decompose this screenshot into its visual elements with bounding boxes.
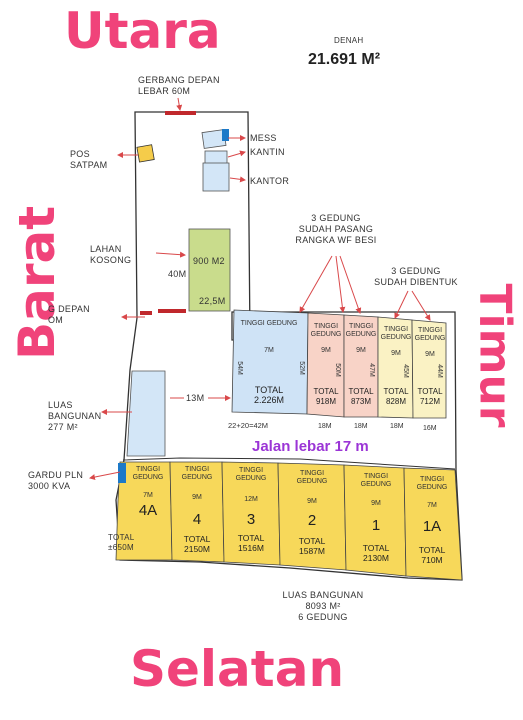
- sb-3-height: 12M: [244, 496, 258, 503]
- nb4-tinggi: TINGGI GEDUNG: [380, 326, 412, 341]
- nb1-left-dim: 54M: [235, 361, 243, 375]
- sb-4-tinggi: TINGGI GEDUNG: [181, 466, 213, 481]
- nb3-right-dim: 47M: [367, 363, 375, 377]
- sb-4a-height: 7M: [143, 492, 153, 499]
- road-edge: [122, 457, 456, 470]
- east-label: Timur: [469, 283, 521, 428]
- width-18m-2: 18M: [354, 423, 368, 430]
- sb-1-height: 9M: [371, 500, 381, 507]
- nb1-height: 7M: [264, 347, 274, 354]
- sb-3-tinggi: TINGGI GEDUNG: [235, 467, 267, 482]
- nb3-height: 9M: [356, 347, 366, 354]
- sb-2-number: 2: [307, 512, 317, 529]
- road-label: Jalan lebar 17 m: [252, 438, 369, 455]
- width-16m: 16M: [423, 425, 437, 432]
- denah-label: DENAH: [334, 36, 364, 45]
- dim-13m: 13M: [186, 393, 205, 403]
- pos-satpam: [136, 144, 155, 163]
- width-18m-3: 18M: [390, 423, 404, 430]
- sb-4a-number: 4A: [138, 502, 158, 519]
- sb-1-tinggi: TINGGI GEDUNG: [360, 473, 392, 488]
- sb-4-number: 4: [192, 511, 202, 528]
- sb-1a-height: 7M: [427, 502, 437, 509]
- nb5-right-dim: 44M: [435, 364, 443, 378]
- south-building-1a: [403, 467, 463, 581]
- nb2-right-dim: 50M: [333, 363, 341, 377]
- nb3-tinggi: TINGGI GEDUNG: [345, 323, 377, 338]
- sb-1a-number: 1A: [422, 518, 442, 535]
- lahan-40m: 40M: [168, 269, 187, 279]
- nb1-tinggi: TINGGI GEDUNG: [240, 320, 298, 327]
- kantor-building: [202, 162, 230, 192]
- mess-label: MESS: [250, 133, 277, 143]
- width-42m: 22+20=42M: [228, 421, 269, 430]
- nb1-right-dim: 52M: [297, 361, 305, 375]
- sb-4a-total: TOTAL±650M: [108, 533, 135, 552]
- nb2-tinggi: TINGGI GEDUNG: [310, 323, 342, 338]
- lahan-22-5m: 22,5M: [199, 296, 226, 306]
- pointer-arrows: [89, 97, 431, 480]
- sb-2-tinggi: TINGGI GEDUNG: [296, 470, 328, 485]
- kantor-label: KANTOR: [250, 176, 290, 186]
- nb4-height: 9M: [391, 350, 401, 357]
- nb2-height: 9M: [321, 347, 331, 354]
- sb-2-height: 9M: [307, 498, 317, 505]
- sb-4a-tinggi: TINGGI GEDUNG: [132, 466, 164, 481]
- gardu-pln: [118, 463, 126, 483]
- lahan-kosong: [188, 228, 231, 312]
- lahan-area: 900 M2: [193, 256, 225, 266]
- south-label: Selatan: [130, 640, 345, 698]
- south-building-4a: [115, 461, 173, 561]
- mess-accent: [222, 129, 229, 141]
- width-18m-1: 18M: [318, 423, 332, 430]
- north-label: Utara: [64, 2, 221, 60]
- kantin-building: [204, 150, 228, 165]
- sb-1-number: 1: [371, 517, 381, 534]
- building-277: [126, 370, 166, 457]
- sb-3-number: 3: [246, 511, 256, 528]
- north-building-5: [411, 319, 447, 419]
- nb5-height: 9M: [425, 351, 435, 358]
- sb-4-height: 9M: [192, 494, 202, 501]
- total-area: 21.691 M²: [308, 51, 381, 68]
- west-label: Barat: [8, 205, 66, 360]
- nb5-tinggi: TINGGI GEDUNG: [414, 327, 446, 342]
- nb4-right-dim: 45M: [401, 364, 409, 378]
- kantin-label: KANTIN: [250, 147, 285, 157]
- sb-1a-tinggi: TINGGI GEDUNG: [416, 476, 448, 491]
